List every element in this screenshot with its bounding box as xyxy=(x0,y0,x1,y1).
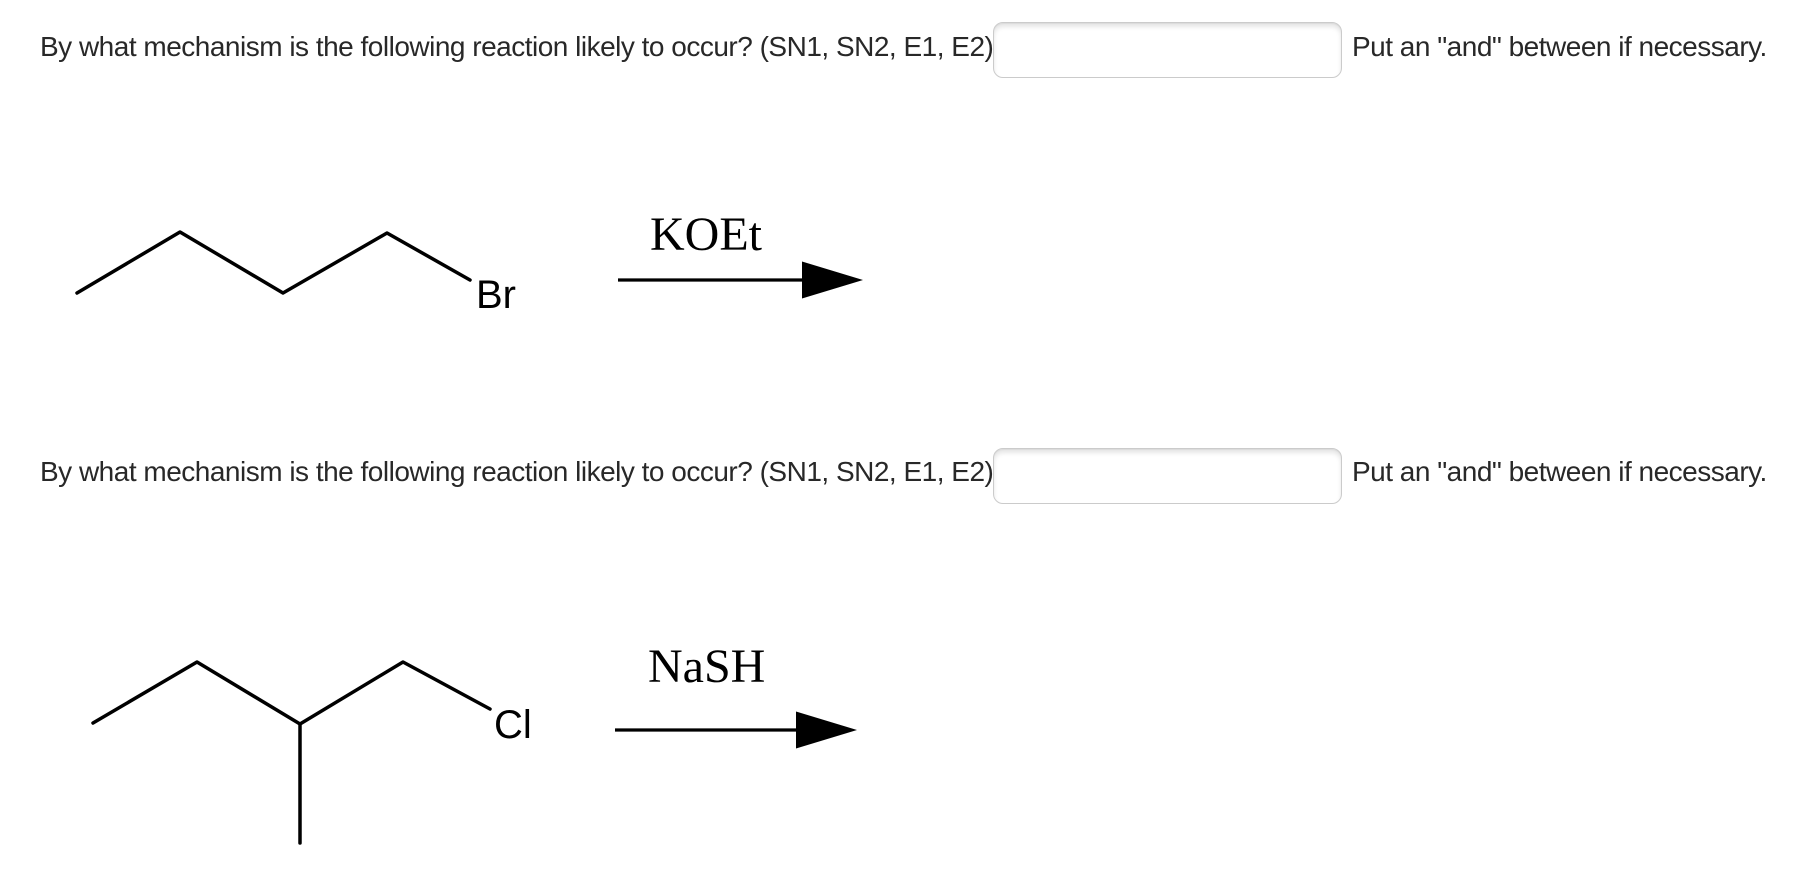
reaction-2-arrow: NaSH xyxy=(615,640,857,749)
question-2-prompt: By what mechanism is the following react… xyxy=(40,456,994,487)
atom-label-chlorine: Cl xyxy=(494,703,532,747)
carbon-chain-bonds xyxy=(91,660,492,726)
reagent-label-1: KOEt xyxy=(650,208,763,261)
atom-label-bromine: Br xyxy=(476,273,516,317)
carbon-chain-bonds xyxy=(75,230,472,295)
reaction-arrow-head xyxy=(802,261,863,299)
reaction-1-substrate-structure: Br xyxy=(75,230,516,317)
reaction-arrow-head xyxy=(796,711,857,749)
question-2-note: Put an "and" between if necessary. xyxy=(1352,456,1767,487)
reaction-1-arrow: KOEt xyxy=(618,208,863,299)
question-2-answer-input[interactable] xyxy=(993,448,1342,504)
question-1-answer-input[interactable] xyxy=(993,22,1342,78)
question-1-prompt: By what mechanism is the following react… xyxy=(40,31,994,62)
reaction-2-substrate-structure: Cl xyxy=(91,660,532,845)
reagent-label-2: NaSH xyxy=(648,640,765,693)
question-1-note: Put an "and" between if necessary. xyxy=(1352,31,1767,62)
